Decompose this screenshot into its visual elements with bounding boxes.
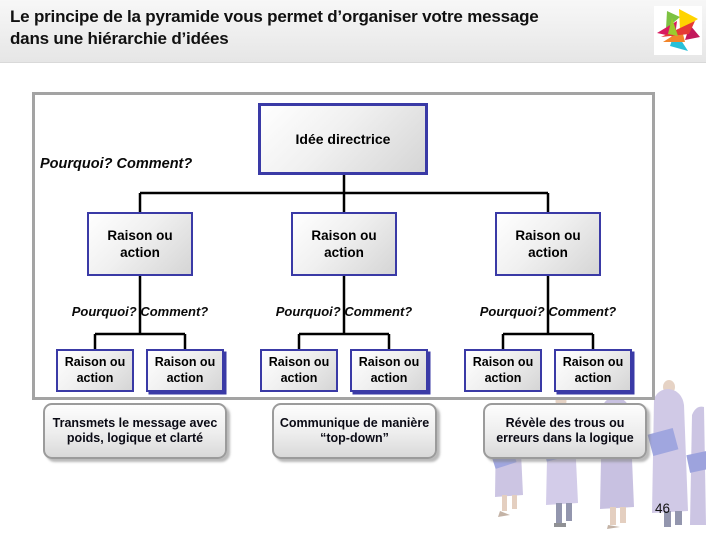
takeaway-2-text: Communique de manière “top-down” (279, 415, 430, 446)
branch-2-label: Raison ou action (311, 228, 377, 260)
leaf-3a-label: Raison ou action (472, 355, 534, 385)
leaf-1a-label: Raison ou action (64, 355, 126, 385)
root-idea-box: Idée directrice (258, 103, 428, 175)
takeaway-box-1: Transmets le message avec poids, logique… (43, 403, 227, 459)
leaf-2a-box: Raison ou action (260, 349, 338, 392)
branch-1-question-label: Pourquoi? Comment? (71, 304, 209, 319)
branch-3-box: Raison ou action (495, 212, 601, 276)
branch-3-question-label: Pourquoi? Comment? (479, 304, 617, 319)
leaf-2b-label: Raison ou action (358, 355, 420, 385)
takeaway-3-text: Révèle des trous ou erreurs dans la logi… (496, 415, 634, 446)
title-band: Le principe de la pyramide vous permet d… (0, 0, 706, 63)
takeaway-box-3: Révèle des trous ou erreurs dans la logi… (483, 403, 647, 459)
leaf-1a-box: Raison ou action (56, 349, 134, 392)
takeaway-1-text: Transmets le message avec poids, logique… (52, 415, 218, 446)
root-idea-label: Idée directrice (295, 131, 391, 147)
page-number: 46 (655, 501, 671, 516)
leaf-3b-label: Raison ou action (562, 355, 624, 385)
pinwheel-logo-icon (654, 6, 702, 55)
leaf-2b-box: Raison ou action (350, 349, 428, 392)
branch-1-label: Raison ou action (107, 228, 173, 260)
leaf-1b-label: Raison ou action (154, 355, 216, 385)
leaf-1b-box: Raison ou action (146, 349, 224, 392)
slide-title: Le principe de la pyramide vous permet d… (10, 6, 640, 50)
leaf-3a-box: Raison ou action (464, 349, 542, 392)
leaf-3b-box: Raison ou action (554, 349, 632, 392)
takeaway-box-2: Communique de manière “top-down” (272, 403, 437, 459)
slide-title-line1: Le principe de la pyramide vous permet d… (10, 7, 539, 26)
branch-1-box: Raison ou action (87, 212, 193, 276)
branch-3-label: Raison ou action (515, 228, 581, 260)
root-question-label: Pourquoi? Comment? (40, 156, 193, 172)
leaf-2a-label: Raison ou action (268, 355, 330, 385)
branch-2-question-label: Pourquoi? Comment? (275, 304, 413, 319)
slide-title-line2: dans une hiérarchie d’idées (10, 29, 229, 48)
branch-2-box: Raison ou action (291, 212, 397, 276)
